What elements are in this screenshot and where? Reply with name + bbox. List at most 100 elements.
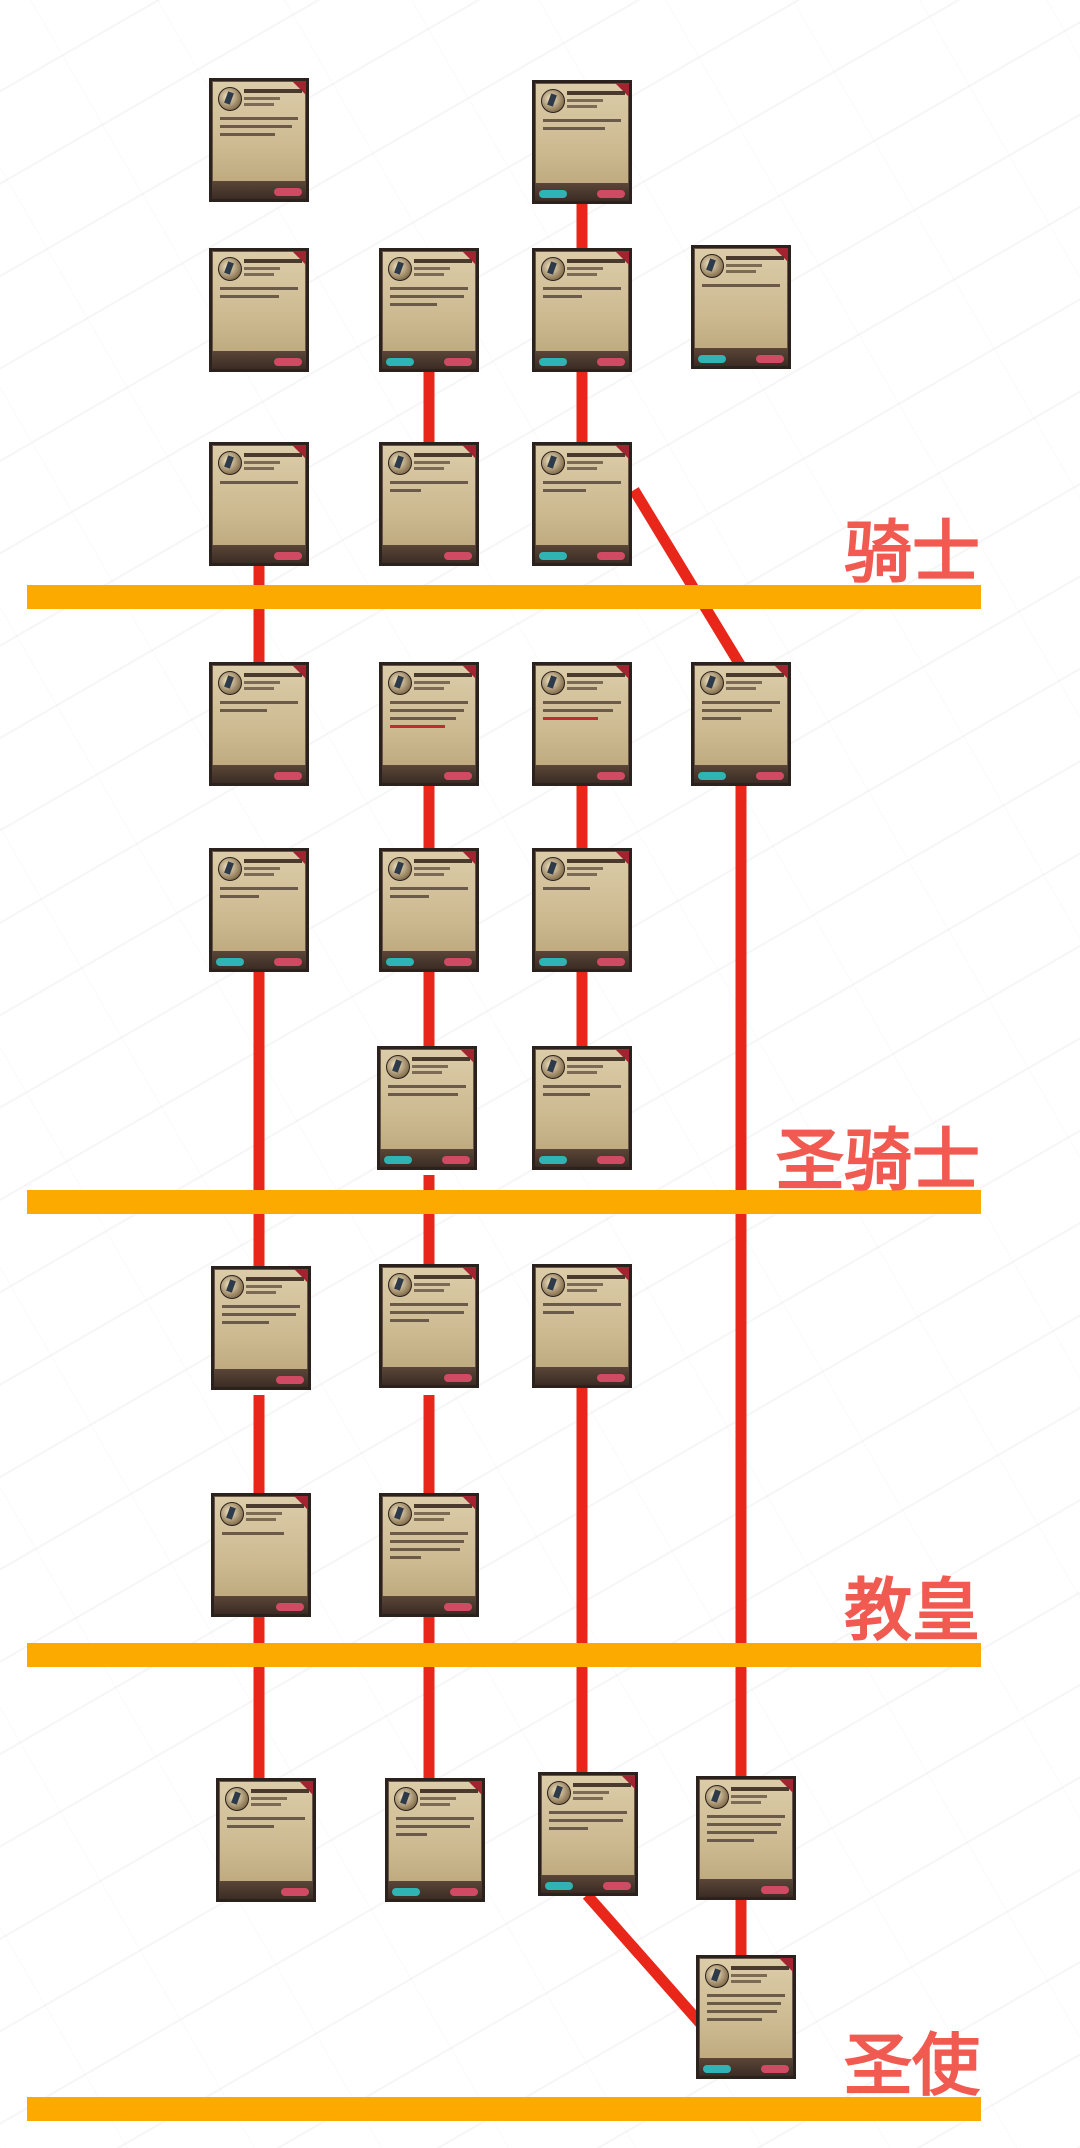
skill-tag-left [384, 1156, 412, 1164]
skill-tag-right [274, 772, 302, 780]
skill-emblem-icon [705, 1785, 729, 1809]
skill-tag-right [281, 1888, 309, 1896]
skill-tag-right [276, 1603, 304, 1611]
skill-emblem-icon [394, 1787, 418, 1811]
skill-tag-right [761, 1886, 789, 1894]
skill-tag-left [698, 772, 726, 780]
skill-card[interactable] [379, 248, 479, 372]
skill-emblem-icon [547, 1781, 571, 1805]
skill-card[interactable] [696, 1776, 796, 1900]
skill-emblem-icon [218, 87, 242, 111]
skill-tag-right [603, 1882, 631, 1890]
skill-emblem-icon [388, 257, 412, 281]
link [629, 487, 747, 671]
skill-card[interactable] [209, 662, 309, 786]
skill-emblem-icon [218, 451, 242, 475]
skill-tag-right [444, 958, 472, 966]
skill-card[interactable] [379, 848, 479, 972]
skill-card[interactable] [696, 1955, 796, 2079]
skill-tag-right [597, 958, 625, 966]
skill-emblem-icon [541, 89, 565, 113]
link [582, 1891, 705, 2027]
skill-tag-left [539, 958, 567, 966]
skill-tag-right [274, 552, 302, 560]
skill-tag-right [276, 1376, 304, 1384]
skill-emblem-icon [388, 1502, 412, 1526]
skill-emblem-icon [700, 254, 724, 278]
skill-emblem-icon [388, 451, 412, 475]
skill-emblem-icon [218, 857, 242, 881]
skill-emblem-icon [541, 1273, 565, 1297]
skill-card[interactable] [691, 662, 791, 786]
skill-tag-left [216, 958, 244, 966]
tier-band-holy-knight [27, 1190, 981, 1214]
skill-card[interactable] [691, 245, 791, 369]
skill-tag-right [444, 358, 472, 366]
skill-emblem-icon [541, 857, 565, 881]
tier-label-knight: 骑士 [843, 514, 980, 593]
skill-tag-left [539, 358, 567, 366]
skill-tag-right [597, 552, 625, 560]
skill-emblem-icon [220, 1502, 244, 1526]
skill-tag-right [756, 772, 784, 780]
skill-emblem-icon [700, 671, 724, 695]
skill-emblem-icon [218, 671, 242, 695]
tier-label-holy-knight: 圣骑士 [775, 1122, 980, 1201]
skill-tag-right [444, 1374, 472, 1382]
skill-card[interactable] [209, 848, 309, 972]
skill-card[interactable] [216, 1778, 316, 1902]
skill-tag-right [274, 958, 302, 966]
skill-emblem-icon [386, 1055, 410, 1079]
skill-card[interactable] [532, 1046, 632, 1170]
skill-tag-left [703, 2065, 731, 2073]
skill-tag-right [442, 1156, 470, 1164]
skill-emblem-icon [705, 1964, 729, 1988]
skill-tag-right [444, 552, 472, 560]
tier-label-pope: 教皇 [843, 1572, 980, 1651]
skill-card[interactable] [532, 248, 632, 372]
skill-tag-left [539, 1156, 567, 1164]
skill-card[interactable] [532, 442, 632, 566]
skill-card[interactable] [211, 1266, 311, 1390]
skill-card[interactable] [379, 1264, 479, 1388]
skill-card[interactable] [211, 1493, 311, 1617]
skill-tag-right [597, 1374, 625, 1382]
tier-band-knight [27, 585, 981, 609]
skill-card[interactable] [209, 248, 309, 372]
skill-tag-left [386, 358, 414, 366]
skill-card[interactable] [538, 1772, 638, 1896]
skill-emblem-icon [541, 451, 565, 475]
skill-tag-right [597, 358, 625, 366]
skill-emblem-icon [220, 1275, 244, 1299]
skill-tag-right [450, 1888, 478, 1896]
skill-tag-left [392, 1888, 420, 1896]
skill-tag-right [597, 190, 625, 198]
skill-card[interactable] [385, 1778, 485, 1902]
skill-card[interactable] [532, 80, 632, 204]
skill-emblem-icon [541, 671, 565, 695]
tier-band-angel [27, 2097, 981, 2121]
skill-card[interactable] [532, 662, 632, 786]
skill-emblem-icon [218, 257, 242, 281]
skill-tag-left [386, 958, 414, 966]
skill-card[interactable] [377, 1046, 477, 1170]
skill-card[interactable] [532, 848, 632, 972]
skill-card[interactable] [379, 442, 479, 566]
skill-tag-left [698, 355, 726, 363]
tier-label-angel: 圣使 [843, 2027, 980, 2106]
skill-card[interactable] [209, 78, 309, 202]
skill-tag-right [756, 355, 784, 363]
skill-emblem-icon [388, 1273, 412, 1297]
skill-tag-left [539, 552, 567, 560]
skill-tag-left [545, 1882, 573, 1890]
skill-tag-right [761, 2065, 789, 2073]
skill-card[interactable] [532, 1264, 632, 1388]
skill-card[interactable] [379, 662, 479, 786]
skill-card[interactable] [379, 1493, 479, 1617]
skill-tag-right [597, 772, 625, 780]
skill-emblem-icon [541, 1055, 565, 1079]
skill-tag-right [444, 772, 472, 780]
skill-card[interactable] [209, 442, 309, 566]
skill-tag-left [539, 190, 567, 198]
